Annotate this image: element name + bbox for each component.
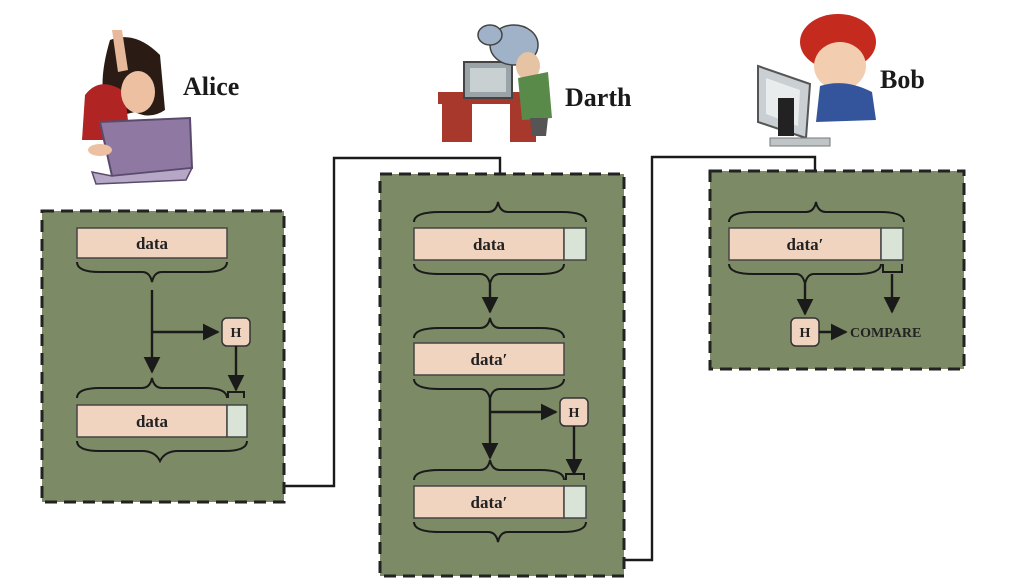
alice-top-brace [76, 261, 228, 283]
darth-top-brace [413, 201, 587, 223]
darth-panel: data data′ H data′ [378, 172, 626, 578]
alice-bottom-label: data [136, 412, 169, 431]
darth-top-label: data [473, 235, 506, 254]
bob-name: Bob [880, 65, 925, 94]
bob-hash-brace [882, 264, 903, 273]
bob-panel: data′ H COMPARE [708, 169, 966, 371]
alice-name: Alice [183, 72, 239, 101]
bob-hash-label: H [800, 326, 811, 341]
darth-data-block [413, 227, 565, 261]
darth-hash-cell-2 [563, 485, 587, 519]
darth-modified-hash-block [413, 485, 565, 519]
alice-hash-brace [227, 391, 245, 398]
alice-illustration [82, 30, 194, 185]
darth-bottom-label: data′ [471, 493, 508, 512]
alice-hash-cell [226, 404, 248, 438]
darth-hash-cell-1 [563, 227, 587, 261]
bob-hash-cell [880, 227, 904, 261]
darth-bottom-brace [413, 521, 587, 543]
darth-modified-label: data′ [471, 350, 508, 369]
alice-data-label: data [136, 234, 169, 253]
darth-modified-block [413, 342, 565, 376]
bob-illustration [757, 14, 876, 147]
darth-hash-label: H [569, 406, 580, 421]
alice-panel: data H data [40, 209, 286, 504]
alice-data-block [76, 227, 228, 259]
darth-mod-brace [413, 317, 565, 339]
alice-bottom-brace-top [76, 377, 228, 399]
darth-hash-brace [565, 473, 585, 480]
alice-hash-label: H [231, 326, 242, 341]
alice-bottom-brace [76, 440, 248, 464]
bob-top-brace [728, 201, 905, 223]
bob-data-block [728, 227, 882, 261]
bob-data-label: data′ [787, 235, 824, 254]
darth-bottom-brace-top [413, 459, 565, 481]
alice-data-hash-block [76, 404, 228, 438]
darth-illustration [438, 24, 552, 142]
darth-name: Darth [565, 83, 632, 112]
bob-compare-label: COMPARE [850, 326, 921, 341]
